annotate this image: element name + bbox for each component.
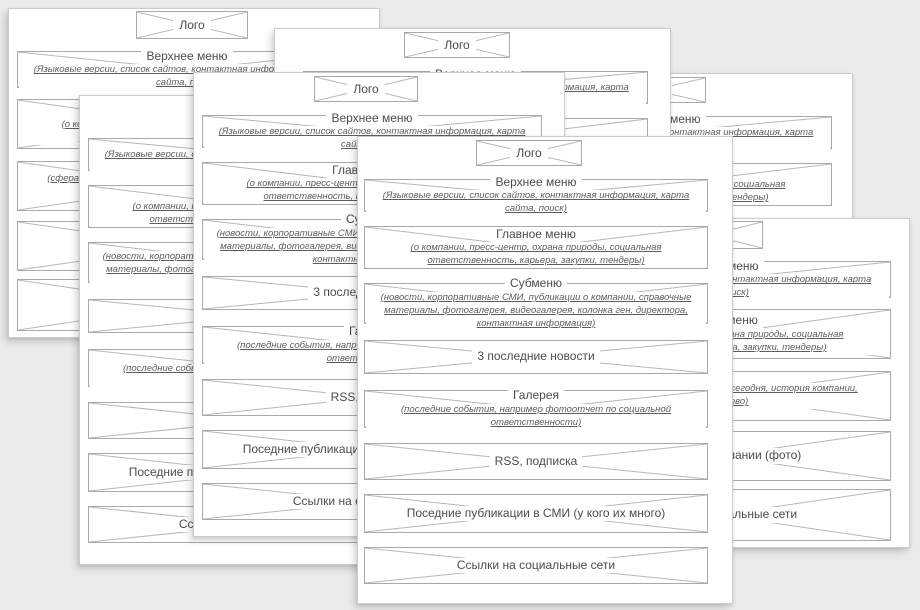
main-menu-title: Главное меню bbox=[491, 226, 581, 243]
submenu-subtitle: (новости, корпоративные СМИ, публикации … bbox=[366, 292, 706, 331]
top-menu-title: Верхнее меню bbox=[326, 110, 418, 127]
logo-placeholder: Лого bbox=[404, 32, 510, 58]
submenu-title: Субменю bbox=[505, 276, 567, 293]
logo-placeholder: Лого bbox=[136, 11, 248, 39]
main-menu-block: Главное меню(о компании, пресс-центр, ох… bbox=[364, 226, 708, 269]
latest-news-title: 3 последние новости bbox=[472, 349, 600, 365]
submenu-block: Субменю(новости, корпоративные СМИ, публ… bbox=[364, 276, 708, 331]
gallery-block: Галерея(последние события, например фото… bbox=[364, 388, 708, 430]
logo-placeholder: Лого bbox=[476, 140, 582, 166]
logo-label: Лого bbox=[347, 82, 385, 96]
logo-label: Лого bbox=[438, 38, 476, 52]
social-links-block: Ссылки на социальные сети bbox=[364, 547, 708, 584]
rss-title: RSS, подписка bbox=[489, 453, 583, 470]
top-menu-title: Верхнее меню bbox=[141, 48, 233, 65]
publications-block: Поседние публикации в СМИ (у кого их мно… bbox=[364, 494, 708, 533]
gallery-title: Галерея bbox=[507, 388, 565, 404]
logo-label: Лого bbox=[510, 146, 548, 160]
top-menu-title: Верхнее меню bbox=[490, 174, 582, 191]
gallery-subtitle: (последние события, например фотоотчет п… bbox=[366, 403, 706, 430]
logo-placeholder: Лого bbox=[314, 76, 418, 102]
top-menu-subtitle: (Языковые версии, список сайтов, контакт… bbox=[366, 190, 706, 217]
top-menu-block: Верхнее меню(Языковые версии, список сай… bbox=[364, 174, 708, 217]
rss-block: RSS, подписка bbox=[364, 443, 708, 480]
main-menu-subtitle: (о компании, пресс-центр, охрана природы… bbox=[366, 242, 706, 269]
logo-label: Лого bbox=[173, 18, 211, 32]
publications-title: Поседние публикации в СМИ (у кого их мно… bbox=[401, 505, 671, 522]
latest-news-block: 3 последние новости bbox=[364, 340, 708, 374]
social-links-title: Ссылки на социальные сети bbox=[451, 557, 621, 574]
